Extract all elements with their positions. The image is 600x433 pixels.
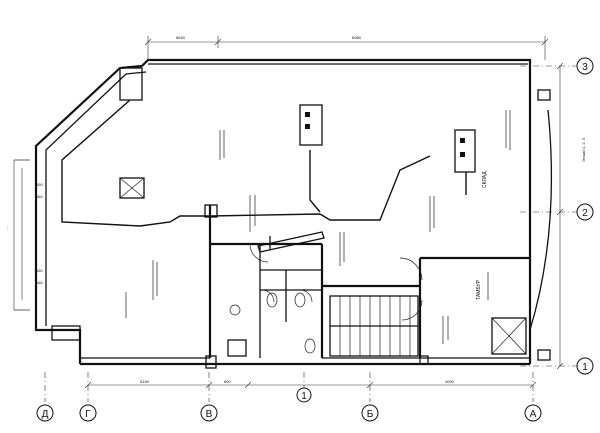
angled-ramp bbox=[257, 231, 325, 253]
axis-bubble-1 bbox=[576, 357, 594, 375]
bottom-axes: 6150 600 4000 Д Г В 1 Б А bbox=[36, 372, 542, 422]
elevator-shaft bbox=[491, 317, 527, 355]
dim-left-4: 160 bbox=[36, 280, 43, 285]
axis-label-D: Д bbox=[42, 409, 49, 420]
axis-label-G: Г bbox=[85, 409, 91, 420]
axis-label-B: Б bbox=[367, 409, 374, 420]
top-dimension-line: 6640 6980 bbox=[144, 35, 549, 60]
exterior-walls bbox=[34, 58, 553, 366]
axis-bubble-G bbox=[79, 404, 97, 422]
equipment-box-1 bbox=[299, 104, 323, 146]
axis-bubble-B bbox=[361, 404, 379, 422]
fan-unit bbox=[119, 177, 145, 199]
axis-bubble-1-bottom bbox=[296, 387, 312, 403]
dim-bottom-3: 4000 bbox=[445, 379, 455, 384]
toilet-1 bbox=[304, 338, 316, 354]
left-dimension-chain: … 150 160 150 160 bbox=[4, 159, 43, 311]
dim-left-1: 150 bbox=[36, 182, 43, 187]
dim-left-3: 150 bbox=[36, 268, 43, 273]
axis-label-1: 1 bbox=[582, 362, 588, 373]
dim-top-2: 6980 bbox=[352, 35, 362, 40]
svg-text:…: … bbox=[4, 226, 9, 230]
axis-label-3: 3 bbox=[582, 62, 588, 73]
axis-bubble-D bbox=[36, 404, 54, 422]
dim-left-2: 160 bbox=[36, 194, 43, 199]
toilet-3 bbox=[294, 292, 306, 308]
ventilation-duct bbox=[61, 99, 476, 227]
axis-label-2: 2 bbox=[582, 208, 588, 219]
axis-bubble-V bbox=[200, 404, 218, 422]
right-axes: 3 2 1 Этажи 1, 2, 3 bbox=[520, 57, 594, 375]
annotation-hatches bbox=[125, 110, 511, 344]
axis-bubble-2 bbox=[576, 203, 594, 221]
dim-bottom-1: 6150 bbox=[140, 379, 150, 384]
room-label-vestibule: ТАМБУР bbox=[476, 279, 482, 300]
sheet-note: Этажи 1, 2, 3 bbox=[581, 137, 586, 162]
drain bbox=[229, 304, 241, 316]
equipment-box-2 bbox=[454, 129, 476, 173]
axis-label-A: А bbox=[530, 409, 537, 420]
room-labels: СКЛАД ТАМБУР bbox=[476, 171, 488, 300]
axis-label-V: В bbox=[206, 409, 213, 420]
dim-bottom-2: 600 bbox=[224, 379, 231, 384]
axis-label-1-bottom: 1 bbox=[301, 391, 307, 402]
toilet-2 bbox=[266, 292, 278, 308]
axis-bubble-A bbox=[524, 404, 542, 422]
sink-unit bbox=[227, 339, 247, 357]
axis-bubble-3 bbox=[576, 57, 594, 75]
room-label-storage: СКЛАД bbox=[482, 171, 488, 188]
dim-top-1: 6640 bbox=[176, 35, 186, 40]
